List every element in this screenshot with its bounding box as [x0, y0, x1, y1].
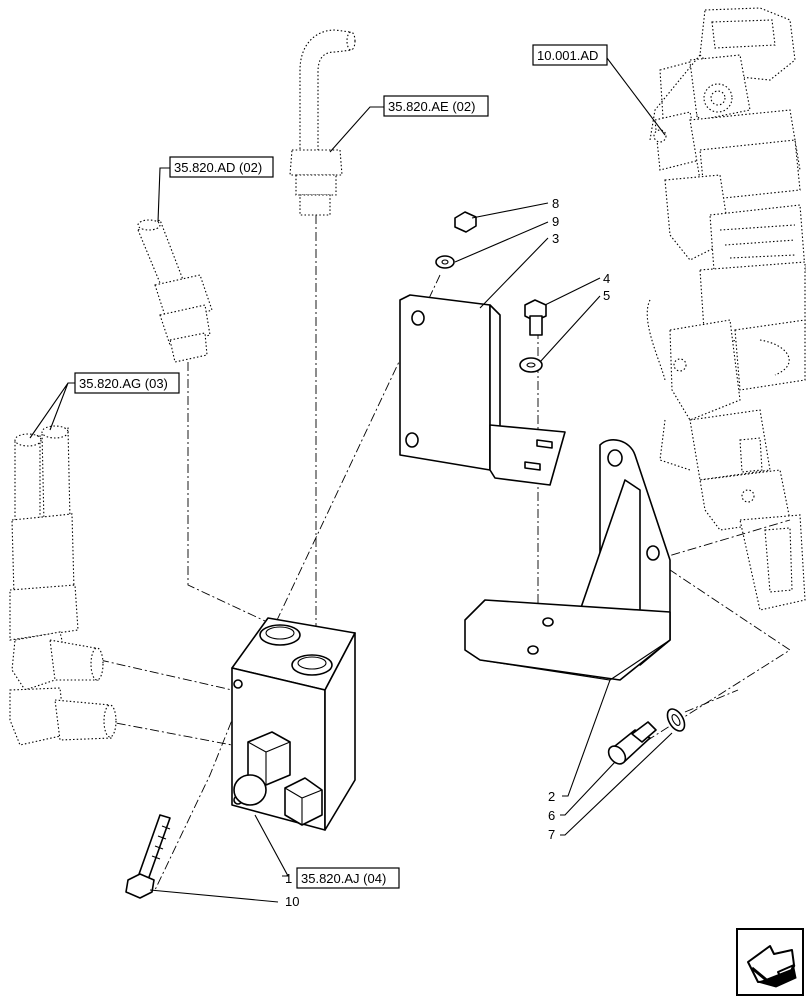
bracket-part-3 [399, 294, 566, 486]
ref-label-35-820-ae[interactable]: 35.820.AE (02) [383, 95, 489, 117]
callout-9: 9 [552, 214, 559, 229]
engine-context-drawing [646, 7, 806, 611]
callout-10: 10 [285, 894, 299, 909]
callout-6: 6 [548, 808, 555, 823]
ref-label-35-820-aj[interactable]: 35.820.AJ (04) [296, 867, 400, 889]
ref-label-10-001-ad[interactable]: 10.001.AD [532, 44, 608, 66]
svg-text:35.820.AG (03): 35.820.AG (03) [79, 376, 168, 391]
small-hardware [435, 211, 547, 373]
next-page-arrow-icon[interactable] [736, 928, 804, 996]
callout-8: 8 [552, 196, 559, 211]
callout-5: 5 [603, 288, 610, 303]
washer-part-5 [519, 357, 543, 373]
ref-label-35-820-ag[interactable]: 35.820.AG (03) [74, 372, 180, 394]
gusset-bracket-part-2 [464, 439, 671, 681]
valve-block-part-1 [231, 617, 356, 831]
ref-label-35-820-ad[interactable]: 35.820.AD (02) [169, 156, 274, 178]
svg-text:35.820.AE (02): 35.820.AE (02) [388, 99, 475, 114]
bolt-part-10 [125, 814, 171, 899]
callout-7: 7 [548, 827, 555, 842]
hose-context-drawing [9, 29, 356, 746]
callout-2: 2 [548, 789, 555, 804]
svg-text:35.820.AD (02): 35.820.AD (02) [174, 160, 262, 175]
screw-washer-parts-6-7 [607, 708, 686, 765]
washer-part-9 [435, 255, 455, 269]
svg-text:10.001.AD: 10.001.AD [537, 48, 598, 63]
callout-4: 4 [603, 271, 610, 286]
callout-1: 1 [285, 871, 292, 886]
nut-part-8 [454, 211, 477, 233]
callout-3: 3 [552, 231, 559, 246]
svg-text:35.820.AJ (04): 35.820.AJ (04) [301, 871, 386, 886]
leader-lines [29, 57, 673, 903]
